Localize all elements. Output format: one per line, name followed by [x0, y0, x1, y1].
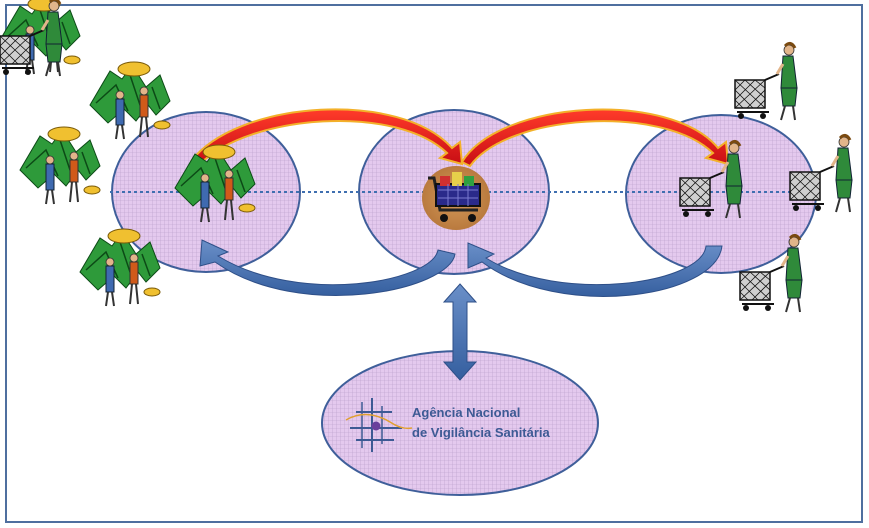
- red-arrow-retail-to-consumers: [460, 108, 730, 168]
- shopping-cart-icon: [422, 166, 490, 230]
- double-arrow-retail-agency: [442, 283, 478, 381]
- red-arrow-producers-to-retail: [190, 108, 464, 166]
- blue-arrow-consumers-to-retail: [467, 242, 723, 297]
- agency-name-line2: de Vigilância Sanitária: [412, 425, 550, 440]
- agency-name-line1: Agência Nacional: [412, 405, 521, 420]
- blue-arrow-retail-to-producers: [199, 239, 456, 296]
- anvisa-logo: [345, 398, 413, 452]
- woman-with-shopping-cart-clipart: [0, 0, 854, 314]
